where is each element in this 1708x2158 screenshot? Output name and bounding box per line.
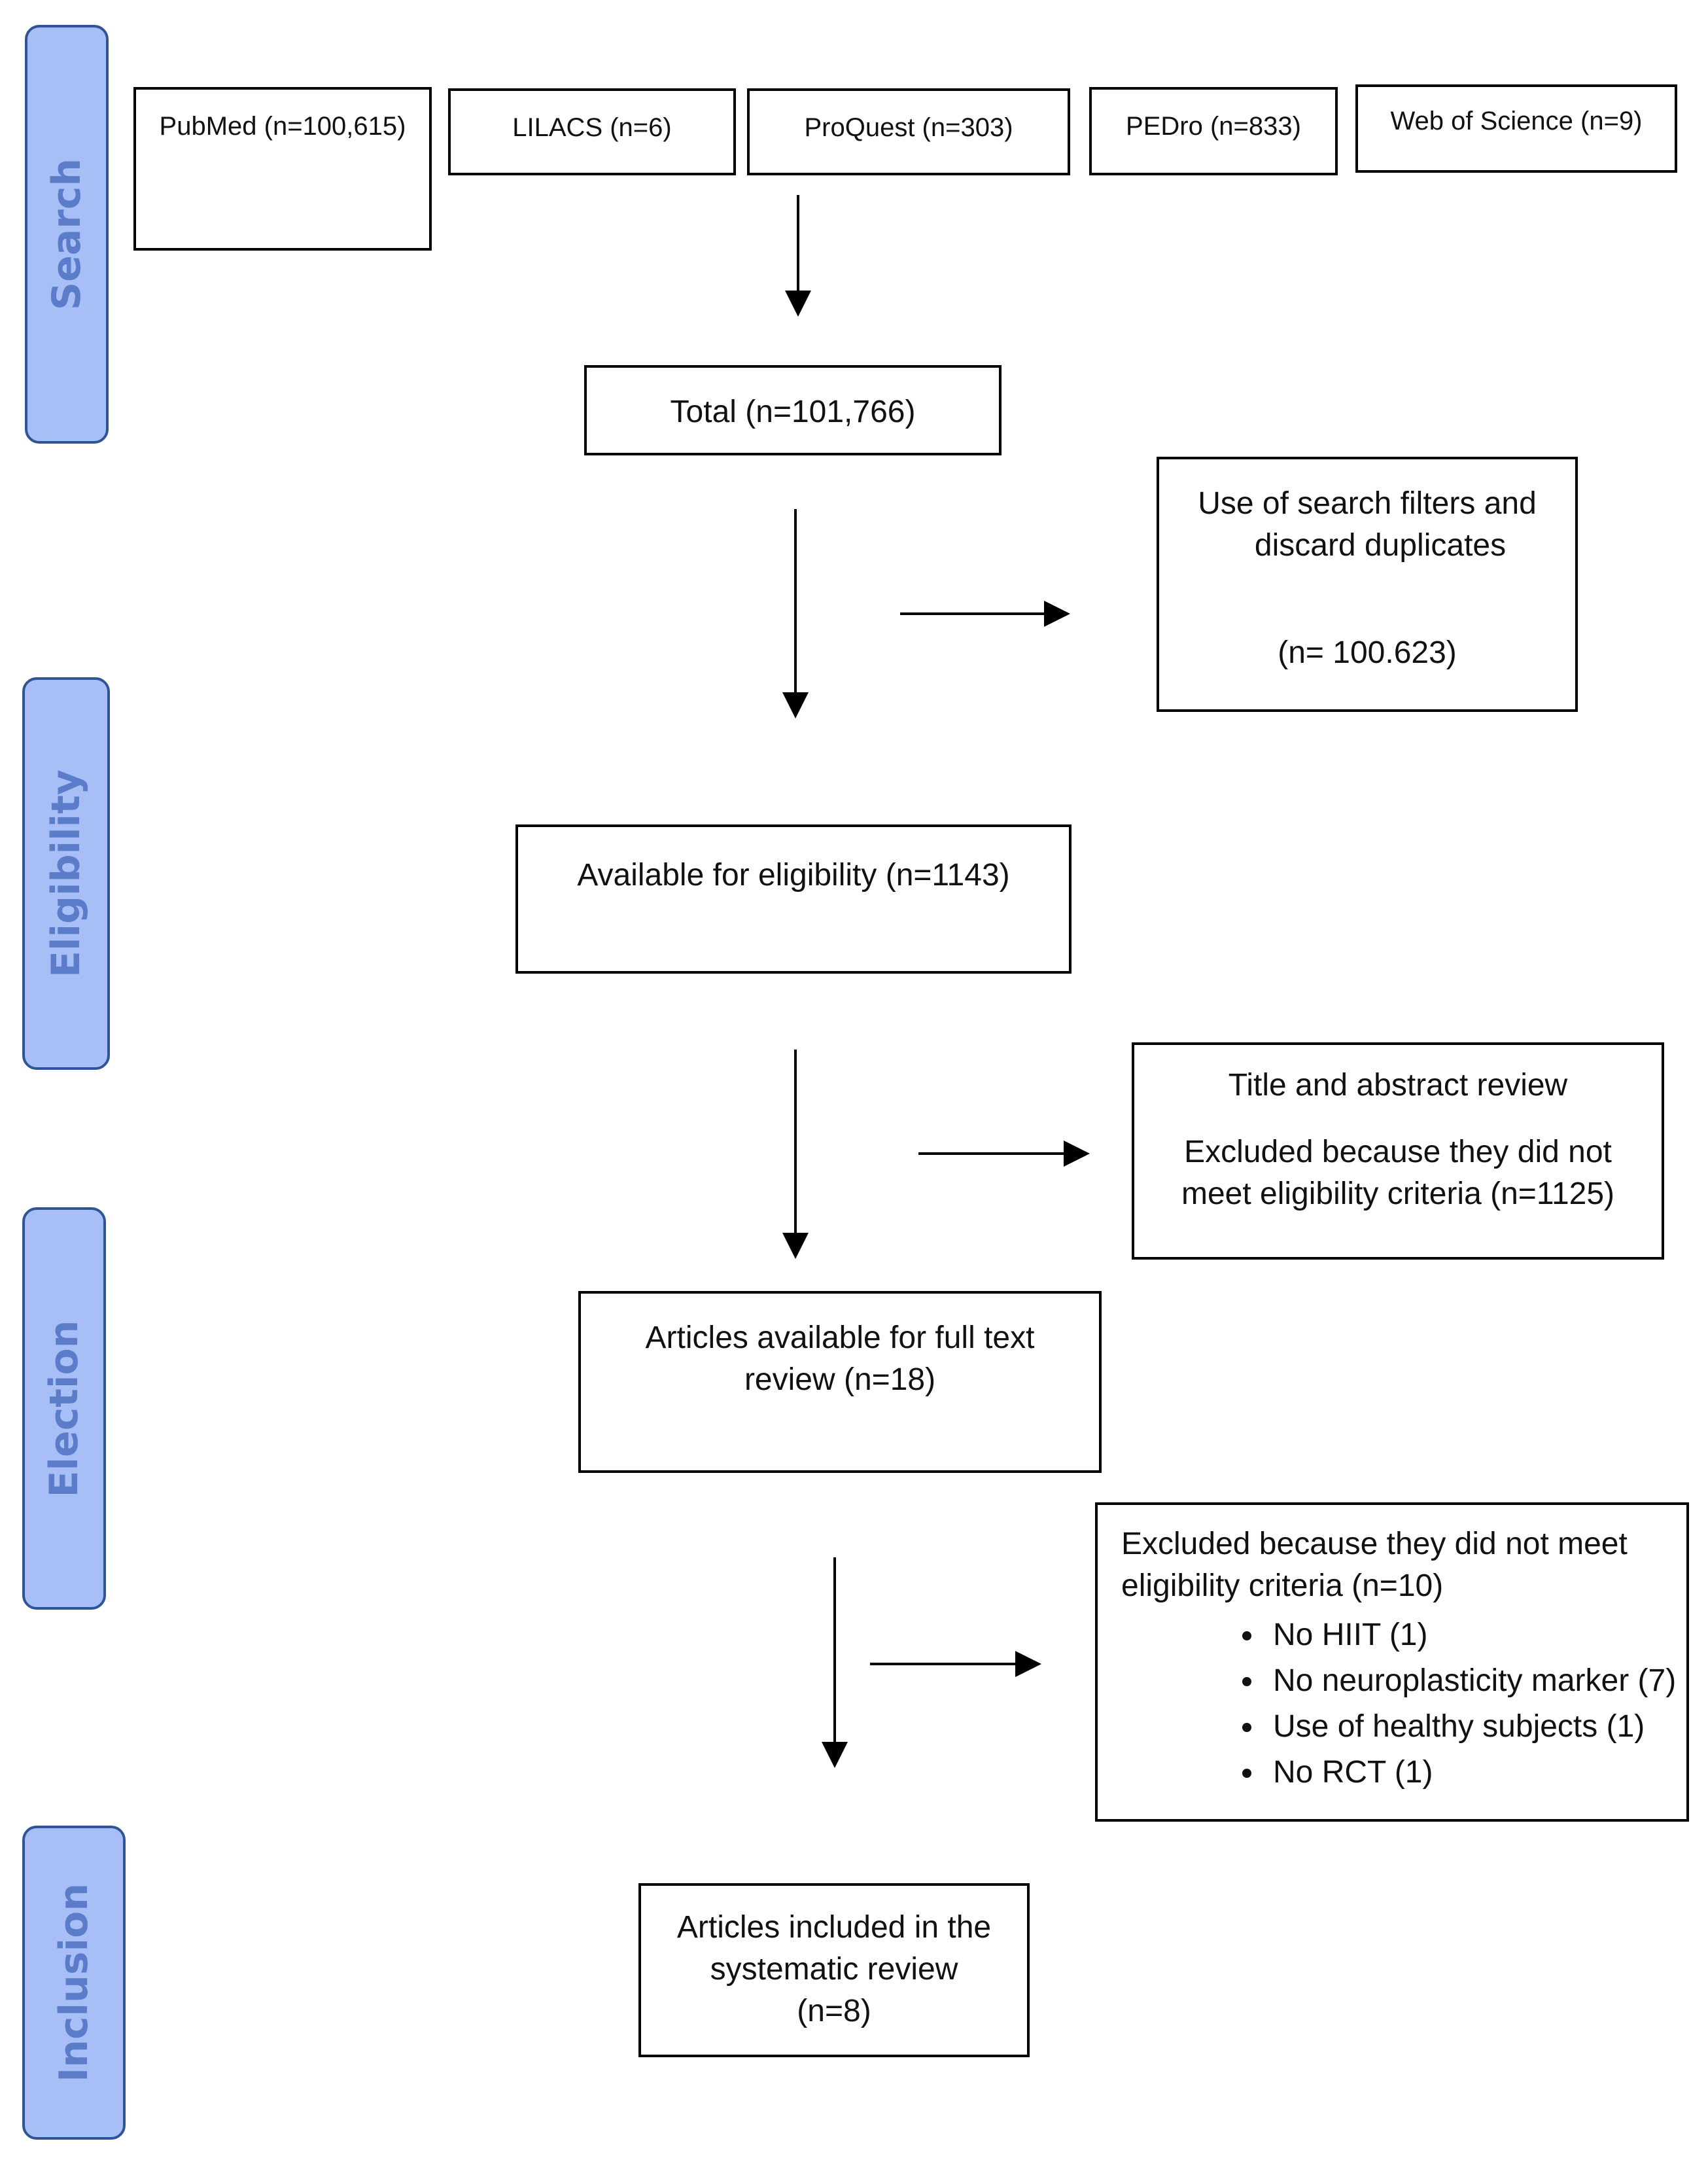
included-line3: (n=8) xyxy=(797,1994,871,2028)
source-pubmed-label: PubMed (n=100,615) xyxy=(159,112,406,141)
total-label: Total (n=101,766) xyxy=(670,395,916,429)
excluded-reason: No RCT (1) xyxy=(1265,1750,1686,1795)
included-line1: Articles included in the xyxy=(676,1910,992,1945)
filters-line1: Use of search filters and xyxy=(1198,486,1537,521)
fulltext-line1: Articles available for full text xyxy=(645,1320,1035,1355)
excluded-box: Excluded because they did not meet eligi… xyxy=(1095,1502,1689,1822)
filters-box: Use of search filters and discard duplic… xyxy=(1157,457,1578,712)
stage-inclusion: Inclusion xyxy=(22,1826,126,2140)
stage-search: Search xyxy=(25,25,109,444)
excluded-reason: No HIIT (1) xyxy=(1265,1612,1686,1658)
source-lilacs-box: LILACS (n=6) xyxy=(448,88,736,175)
stage-election: Election xyxy=(22,1207,106,1610)
source-pubmed-box: PubMed (n=100,615) xyxy=(133,87,432,251)
excluded-reason: Use of healthy subjects (1) xyxy=(1265,1704,1686,1750)
included-line2: systematic review xyxy=(710,1952,958,1987)
source-lilacs-label: LILACS (n=6) xyxy=(512,113,672,142)
source-wos-box: Web of Science (n=9) xyxy=(1355,84,1677,173)
filters-line2: discard duplicates xyxy=(1254,528,1507,563)
stage-eligibility: Eligibility xyxy=(22,677,110,1070)
source-wos-label: Web of Science (n=9) xyxy=(1390,107,1643,135)
excluded-line2: eligibility criteria (n=10) xyxy=(1121,1568,1444,1603)
title-review-box: Title and abstract review Excluded becau… xyxy=(1132,1042,1664,1260)
source-proquest-label: ProQuest (n=303) xyxy=(804,113,1013,142)
source-proquest-box: ProQuest (n=303) xyxy=(747,88,1070,175)
excluded-reason: No neuroplasticity marker (7) xyxy=(1265,1658,1686,1704)
eligibility-box: Available for eligibility (n=1143) xyxy=(515,824,1072,974)
excluded-reasons-list: No HIIT (1) No neuroplasticity marker (7… xyxy=(1121,1612,1686,1795)
fulltext-box: Articles available for full text review … xyxy=(578,1291,1102,1473)
excluded-line1: Excluded because they did not meet xyxy=(1121,1527,1628,1561)
title-review-line1: Excluded because they did not xyxy=(1184,1135,1612,1169)
source-pedro-label: PEDro (n=833) xyxy=(1126,112,1301,141)
source-pedro-box: PEDro (n=833) xyxy=(1089,87,1338,175)
eligibility-label: Available for eligibility (n=1143) xyxy=(577,858,1010,893)
fulltext-line2: review (n=18) xyxy=(744,1362,936,1397)
included-box: Articles included in the systematic revi… xyxy=(638,1883,1030,2057)
filters-count: (n= 100.623) xyxy=(1278,635,1457,670)
total-box: Total (n=101,766) xyxy=(584,365,1002,455)
title-review-heading: Title and abstract review xyxy=(1228,1068,1568,1103)
title-review-line2: meet eligibility criteria (n=1125) xyxy=(1181,1176,1615,1211)
